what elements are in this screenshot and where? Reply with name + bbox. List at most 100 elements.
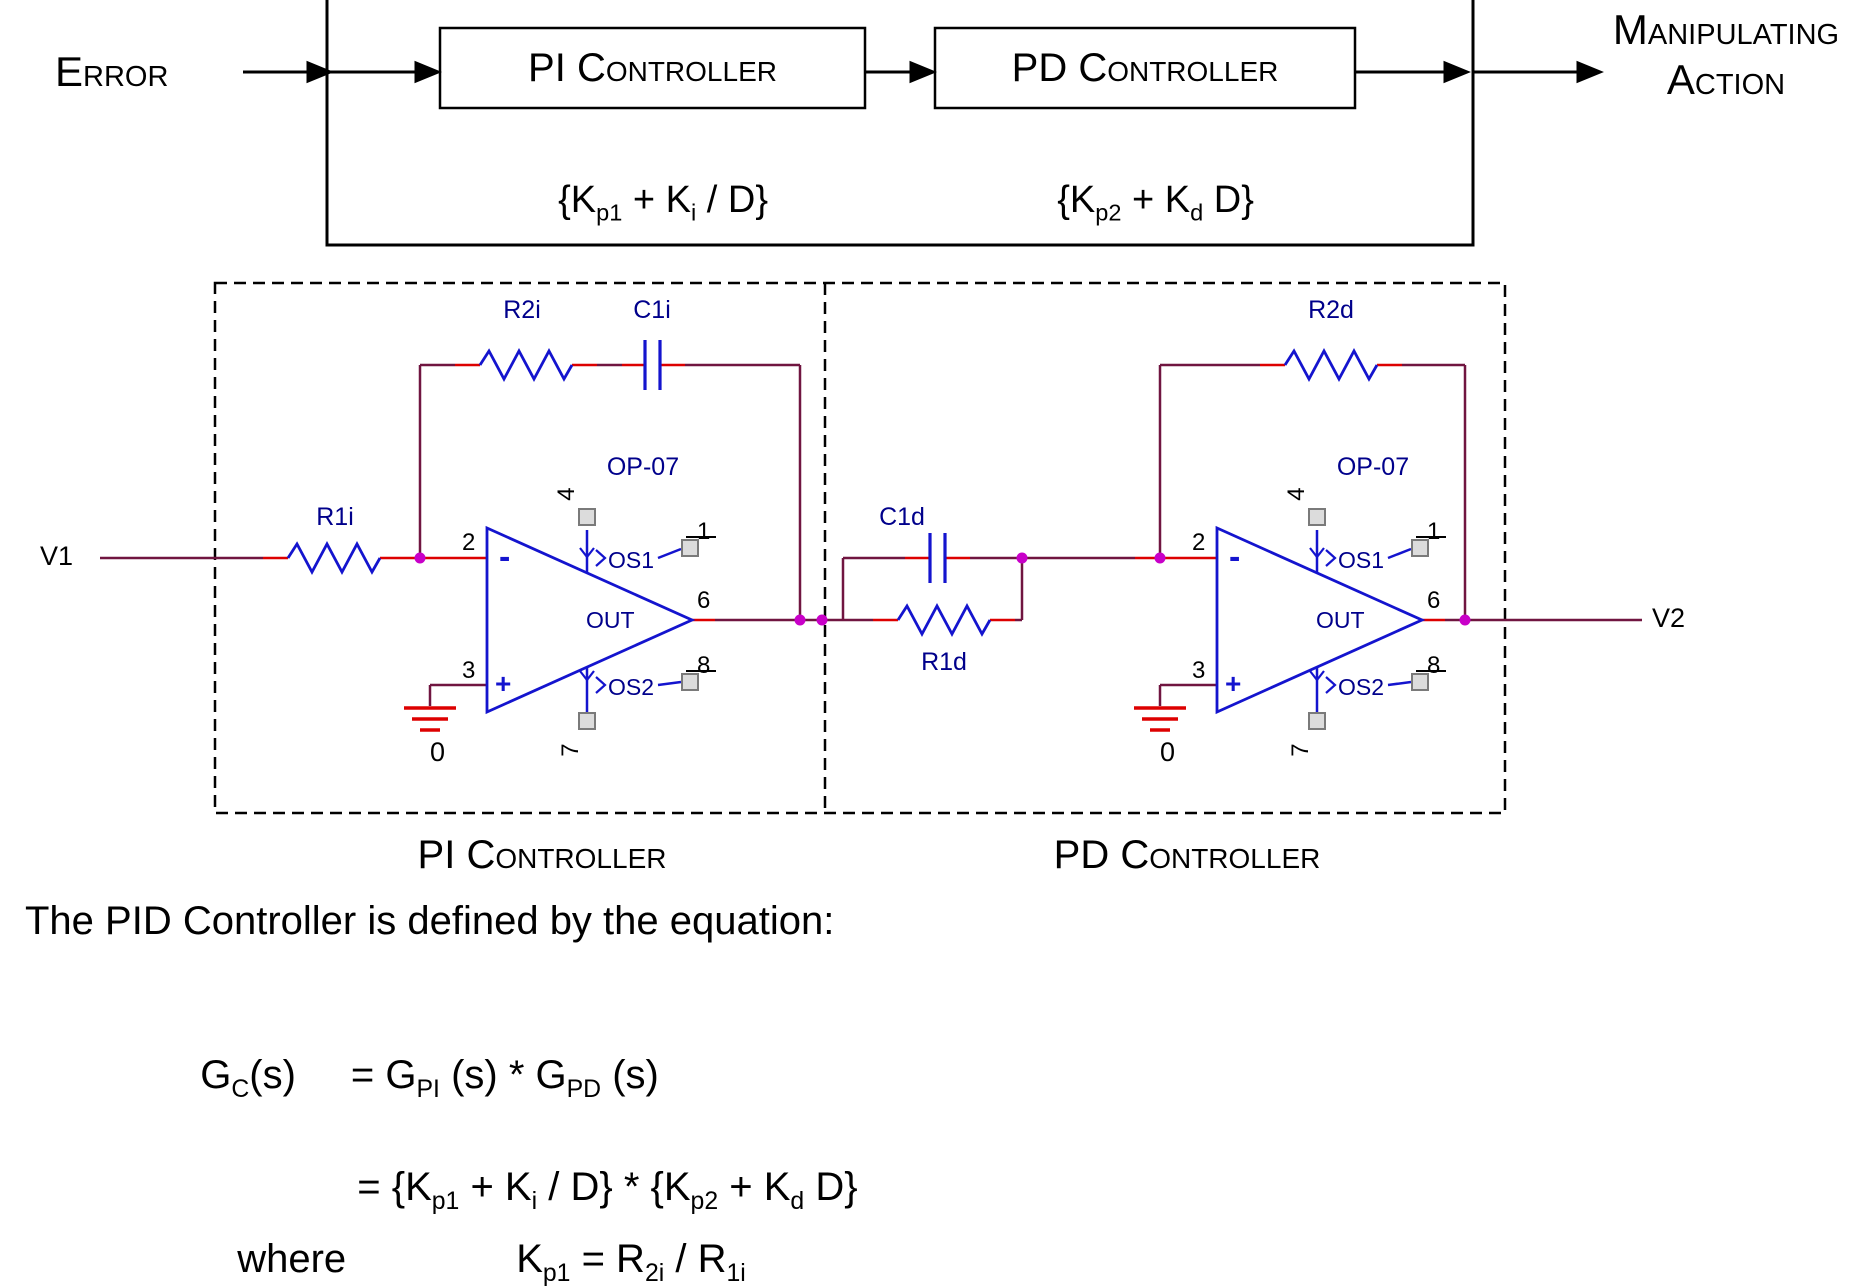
pd-section-title: PD Controller — [1053, 833, 1321, 877]
pi-transfer-equation: {Kp1 + Ki / D} — [440, 136, 865, 227]
pi-terminal-squares — [578, 508, 699, 730]
eq-sub: p1 — [542, 1260, 571, 1287]
pd-opamp-triangle — [1215, 525, 1426, 715]
pd-box-label: PD Controller — [1011, 45, 1279, 90]
equation-line-2: = {Kp1 + Ki / D} * {Kp2 + Kd D} — [335, 1120, 858, 1216]
r2d-label: R2d — [1308, 296, 1354, 324]
pd-opamp-pin-arrows — [1309, 547, 1337, 694]
eq-sub: i — [531, 1188, 538, 1215]
manipulating-action-line1: Manipulating — [1612, 6, 1840, 53]
eq-text: = R — [570, 1237, 645, 1281]
pd-component-leads — [873, 363, 1445, 622]
r2i-label: R2i — [503, 296, 541, 324]
resistor-r1i — [286, 541, 382, 575]
pd-ground-symbol — [1134, 706, 1186, 732]
eq-text: {K — [558, 179, 597, 221]
pi-out-label: OUT — [586, 607, 635, 633]
eq-text: K — [516, 1237, 543, 1281]
eq-sub: 2i — [644, 1260, 665, 1287]
eq-text: D} — [1203, 179, 1254, 221]
eq-sub: PI — [416, 1076, 440, 1103]
pi-pin1-label: 1 — [697, 518, 711, 545]
pi-pin2-label: 2 — [462, 529, 476, 556]
c1i-label: C1i — [633, 296, 671, 324]
pd-wires — [841, 363, 1642, 706]
pi-pin-overlines — [686, 536, 716, 672]
pi-ground-node-label: 0 — [430, 737, 446, 767]
pi-opamp-triangle — [485, 525, 696, 715]
pi-opamp-model-label: OP-07 — [606, 453, 680, 481]
eq-text: {K — [1057, 179, 1096, 221]
eq-text: + K — [718, 1165, 791, 1209]
pi-pin3-label: 3 — [462, 657, 476, 684]
eq-text: + K — [1121, 179, 1191, 221]
r1d-label: R1d — [921, 648, 967, 676]
eq-sub: i — [690, 199, 697, 226]
pd-out-label: OUT — [1316, 607, 1365, 633]
resistor-r2i — [478, 348, 574, 382]
eq-sub: p2 — [1095, 199, 1122, 226]
pd-pin1-label: 1 — [1427, 518, 1441, 545]
resistor-r1d — [896, 603, 992, 637]
pd-pin3-label: 3 — [1192, 657, 1206, 684]
pi-opamp-pin-stubs — [585, 530, 682, 712]
pi-section-title: PI Controller — [417, 833, 667, 877]
pi-os1-label: OS1 — [608, 547, 655, 573]
capacitor-c1d — [928, 533, 947, 583]
pi-inverting-sign: - — [499, 538, 511, 576]
eq-text: G — [200, 1053, 232, 1097]
pi-pin7-label: 7 — [557, 743, 584, 757]
eq-sub: p2 — [690, 1188, 719, 1215]
eq-text: where — [237, 1237, 347, 1281]
pd-controller-box — [933, 26, 1357, 110]
eq-text: / D} * {K — [537, 1165, 691, 1209]
pd-pin-overlines — [1416, 536, 1446, 672]
pi-pin4-label: 4 — [553, 487, 580, 501]
pd-os1-label: OS1 — [1338, 547, 1385, 573]
circuit-dashed-border — [213, 281, 1507, 815]
r1i-label: R1i — [316, 503, 354, 531]
eq-text: (s) — [601, 1053, 659, 1097]
pi-controller-box — [438, 26, 867, 110]
pi-noninverting-sign: + — [495, 668, 512, 699]
pd-ground-node-label: 0 — [1160, 737, 1176, 767]
eq-text: / D} — [696, 179, 769, 221]
flow-arrows — [243, 60, 1604, 84]
equation-line-1: GC(s)= GPI (s) * GPD (s) — [178, 1008, 659, 1104]
pi-box-label: PI Controller — [528, 45, 777, 90]
eq-text: + K — [622, 179, 691, 221]
pd-opamp-pin-stubs — [1315, 530, 1412, 712]
pd-pin7-label: 7 — [1287, 743, 1314, 757]
eq-text: D} — [804, 1165, 858, 1209]
pd-junction-dots — [1016, 552, 1471, 626]
pi-component-leads — [263, 363, 715, 622]
pi-pin8-label: 8 — [697, 652, 711, 679]
pi-circuit — [100, 340, 843, 732]
eq-sub: 1i — [726, 1260, 746, 1287]
pi-junction-dots — [414, 552, 828, 626]
pd-transfer-equation: {Kp2 + Kd D} — [935, 136, 1355, 227]
pd-terminal-squares — [1308, 508, 1429, 730]
eq-sub: PD — [566, 1076, 602, 1103]
c1d-label: C1d — [879, 503, 925, 531]
eq-text: (s) * G — [439, 1053, 567, 1097]
pi-pin6-label: 6 — [697, 587, 711, 614]
v1-label: V1 — [40, 541, 74, 571]
pd-pin8-label: 8 — [1427, 652, 1441, 679]
eq-text: + K — [459, 1165, 532, 1209]
pd-circuit — [841, 348, 1642, 732]
eq-sub: C — [231, 1076, 250, 1103]
capacitor-c1i — [643, 340, 662, 390]
pd-opamp-model-label: OP-07 — [1336, 453, 1410, 481]
definition-intro-text: The PID Controller is defined by the equ… — [25, 899, 835, 943]
block-diagram-graphics — [243, 0, 1604, 247]
pd-pin4-label: 4 — [1283, 487, 1310, 501]
eq-text: = {K — [357, 1165, 432, 1209]
pi-ground-symbol — [404, 706, 456, 732]
pi-os2-label: OS2 — [608, 674, 655, 700]
error-label: Error — [55, 48, 169, 95]
v2-label: V2 — [1652, 603, 1686, 633]
pd-noninverting-sign: + — [1225, 668, 1242, 699]
circuit-schematic — [100, 281, 1642, 815]
